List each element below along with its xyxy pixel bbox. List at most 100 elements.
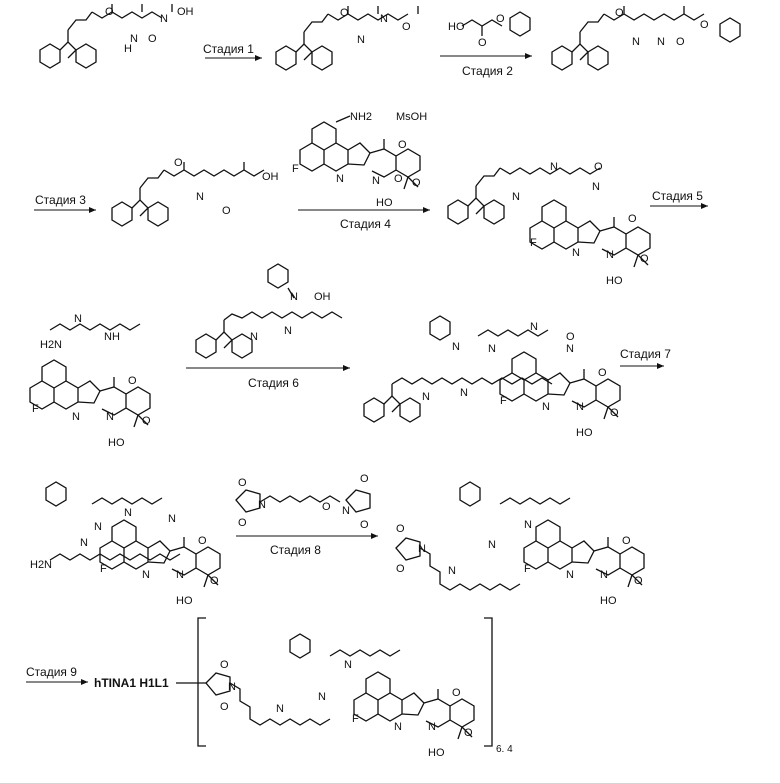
stage-6-label: Стадия 6 (248, 376, 299, 390)
svg-text:O: O (105, 6, 114, 18)
svg-text:O: O (412, 177, 421, 189)
stage-2-label: Стадия 2 (462, 64, 513, 78)
svg-text:N: N (394, 721, 402, 733)
svg-text:O: O (198, 535, 207, 547)
svg-text:N: N (318, 691, 326, 703)
svg-text:H2N: H2N (30, 559, 52, 571)
svg-text:N: N (72, 411, 80, 423)
h2n-label: H2N (40, 339, 62, 351)
svg-text:F: F (100, 563, 107, 575)
svg-text:O: O (598, 367, 607, 379)
svg-text:O: O (238, 517, 247, 529)
svg-text:N: N (566, 569, 574, 581)
svg-text:N: N (488, 343, 496, 355)
f-label: F (292, 163, 299, 175)
svg-text:N: N (168, 513, 176, 525)
svg-text:O: O (220, 659, 229, 671)
svg-text:N: N (428, 721, 436, 733)
stage-9-label: Стадия 9 (26, 665, 77, 679)
svg-text:N: N (276, 703, 284, 715)
svg-text:O: O (360, 473, 369, 485)
svg-text:O: O (622, 535, 631, 547)
fmoc-gly-gly-phe (196, 264, 342, 358)
svg-text:N: N (632, 36, 640, 48)
stage-5-label: Стадия 5 (652, 189, 703, 203)
svg-text:O: O (220, 701, 229, 713)
svg-text:N: N (460, 387, 468, 399)
svg-text:O: O (478, 37, 487, 49)
svg-text:N: N (512, 191, 520, 203)
svg-text:O: O (594, 161, 603, 173)
svg-text:O: O (322, 501, 331, 513)
svg-text:F: F (32, 403, 39, 415)
svg-text:HO: HO (600, 595, 617, 607)
svg-text:N: N (606, 249, 614, 261)
svg-text:N: N (284, 325, 292, 337)
svg-text:N: N (542, 401, 550, 413)
svg-text:HO: HO (176, 595, 193, 607)
svg-text:O: O (610, 407, 619, 419)
svg-text:O: O (360, 519, 369, 531)
svg-text:N: N (452, 341, 460, 353)
oh-label: OH (177, 6, 194, 18)
svg-text:O: O (142, 415, 151, 427)
svg-text:O: O (174, 157, 183, 169)
svg-text:F: F (352, 713, 359, 725)
svg-text:H: H (124, 43, 132, 55)
svg-text:N: N (196, 191, 204, 203)
svg-text:O: O (396, 563, 405, 575)
svg-text:O: O (676, 36, 685, 48)
svg-text:O: O (628, 213, 637, 225)
svg-text:N: N (576, 401, 584, 413)
svg-text:N: N (524, 519, 532, 531)
svg-text:O: O (402, 21, 411, 33)
svg-text:O: O (238, 477, 247, 489)
stage-4-product (448, 168, 650, 267)
svg-text:N: N (258, 499, 266, 511)
svg-text:O: O (640, 253, 649, 265)
svg-text:O: O (148, 33, 157, 45)
left-bracket (198, 618, 206, 746)
svg-text:O: O (128, 375, 137, 387)
ho-label: HO (448, 21, 465, 33)
svg-text:HO: HO (108, 437, 125, 449)
stage-8-label: Стадия 8 (270, 543, 321, 557)
svg-text:O: O (210, 575, 219, 587)
svg-text:O: O (700, 19, 709, 31)
right-bracket (484, 618, 492, 746)
o-label: O (398, 139, 407, 151)
svg-text:O: O (464, 727, 473, 739)
svg-text:O: O (452, 687, 461, 699)
svg-text:NH: NH (104, 331, 120, 343)
svg-text:O: O (496, 13, 505, 25)
svg-text:HO: HO (606, 275, 623, 287)
svg-text:N: N (228, 681, 236, 693)
svg-text:O: O (615, 7, 624, 19)
antibody-label: hTINA1 H1L1 (94, 676, 169, 690)
stage-1-label: Стадия 1 (203, 42, 254, 56)
svg-text:F: F (524, 563, 531, 575)
svg-text:N: N (418, 543, 426, 555)
stage-3-product (112, 162, 264, 226)
nh2-label: NH2 (350, 111, 372, 123)
svg-text:O: O (566, 331, 575, 343)
drug-antibody-ratio: 6. 4 (496, 744, 513, 755)
svg-text:HO: HO (428, 747, 445, 759)
svg-text:N: N (357, 34, 365, 46)
svg-text:HO: HO (376, 197, 393, 209)
svg-text:N: N (380, 13, 388, 25)
svg-text:N: N (657, 36, 665, 48)
svg-text:N: N (74, 313, 82, 325)
svg-text:O: O (340, 7, 349, 19)
n-label: N (336, 173, 344, 185)
svg-text:N: N (342, 505, 350, 517)
svg-text:O: O (396, 523, 405, 535)
stage-2-product (552, 6, 740, 70)
svg-text:N: N (600, 569, 608, 581)
svg-text:F: F (530, 237, 537, 249)
msoh-label: MsOH (396, 111, 427, 123)
svg-text:N: N (250, 331, 258, 343)
svg-text:N: N (124, 507, 132, 519)
svg-text:N: N (572, 247, 580, 259)
